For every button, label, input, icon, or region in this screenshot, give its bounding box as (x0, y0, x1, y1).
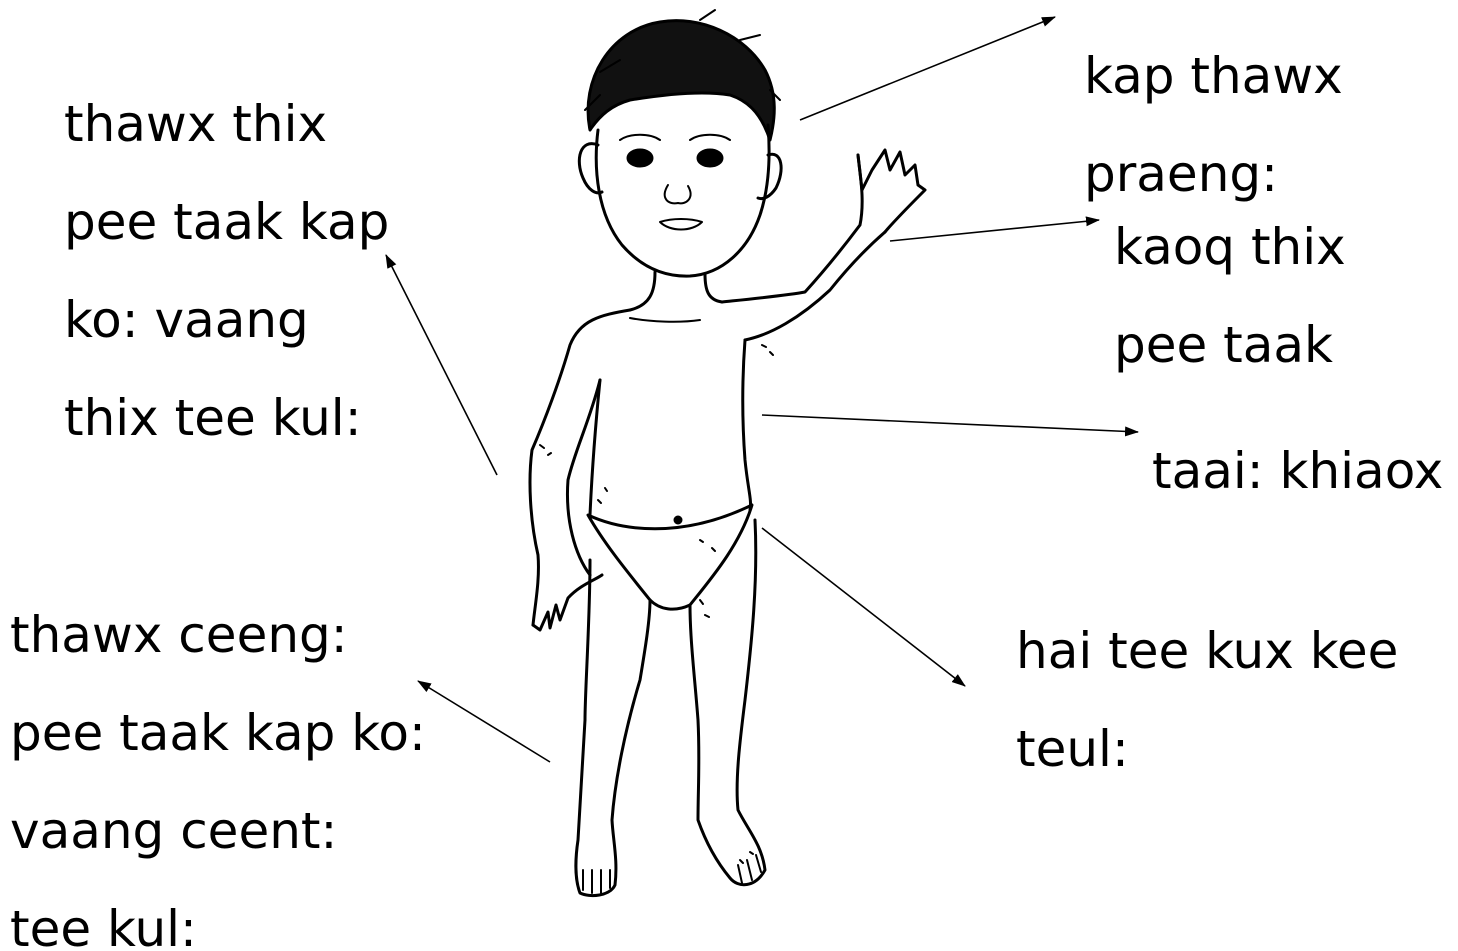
label-legs: thawx ceeng: pee taak kap ko: vaang ceen… (10, 586, 426, 951)
label-head: thawx thix pee taak kap ko: vaang thix t… (64, 75, 389, 467)
left-eye (628, 150, 652, 166)
arrow-hand (890, 220, 1099, 241)
arrow-head (386, 255, 497, 475)
neck (630, 272, 722, 310)
label-side: taai: khiaox (1152, 422, 1443, 520)
label-line: taai: khiaox (1152, 422, 1443, 520)
torso (590, 340, 751, 515)
right-eye (698, 150, 722, 166)
navel (675, 517, 681, 523)
label-line: thawx ceeng: (10, 586, 426, 684)
label-line: thawx thix (64, 75, 389, 173)
face (596, 125, 769, 276)
label-line: hai tee kux kee (1016, 602, 1398, 700)
mouth (660, 219, 702, 230)
right-leg (690, 520, 765, 885)
left-arm (530, 310, 630, 625)
label-line: pee taak (1114, 296, 1346, 394)
label-line: teul: (1016, 700, 1398, 798)
label-line: thix tee kul: (64, 369, 389, 467)
child-drawing (530, 10, 925, 896)
arrow-groin (762, 528, 965, 686)
label-hand: kaoq thix pee taak (1114, 198, 1346, 394)
arrow-side (762, 415, 1138, 432)
arrow-legs (418, 681, 550, 762)
label-line: vaang ceent: (10, 782, 426, 880)
label-line: pee taak kap (64, 173, 389, 271)
left-leg (576, 560, 650, 896)
label-line: ko: vaang (64, 271, 389, 369)
left-hand (533, 575, 602, 630)
underwear (588, 505, 752, 609)
label-line: kaoq thix (1114, 198, 1346, 296)
label-groin: hai tee kux kee teul: (1016, 602, 1398, 798)
chest-line (630, 318, 700, 322)
label-line: kap thawx (1084, 27, 1343, 125)
label-hair: kap thawx praeng: (1084, 27, 1343, 223)
arrow-hair (800, 17, 1055, 120)
label-line: pee taak kap ko: (10, 684, 426, 782)
label-line: tee kul: (10, 880, 426, 951)
nose (665, 185, 691, 203)
right-hand (858, 150, 925, 232)
